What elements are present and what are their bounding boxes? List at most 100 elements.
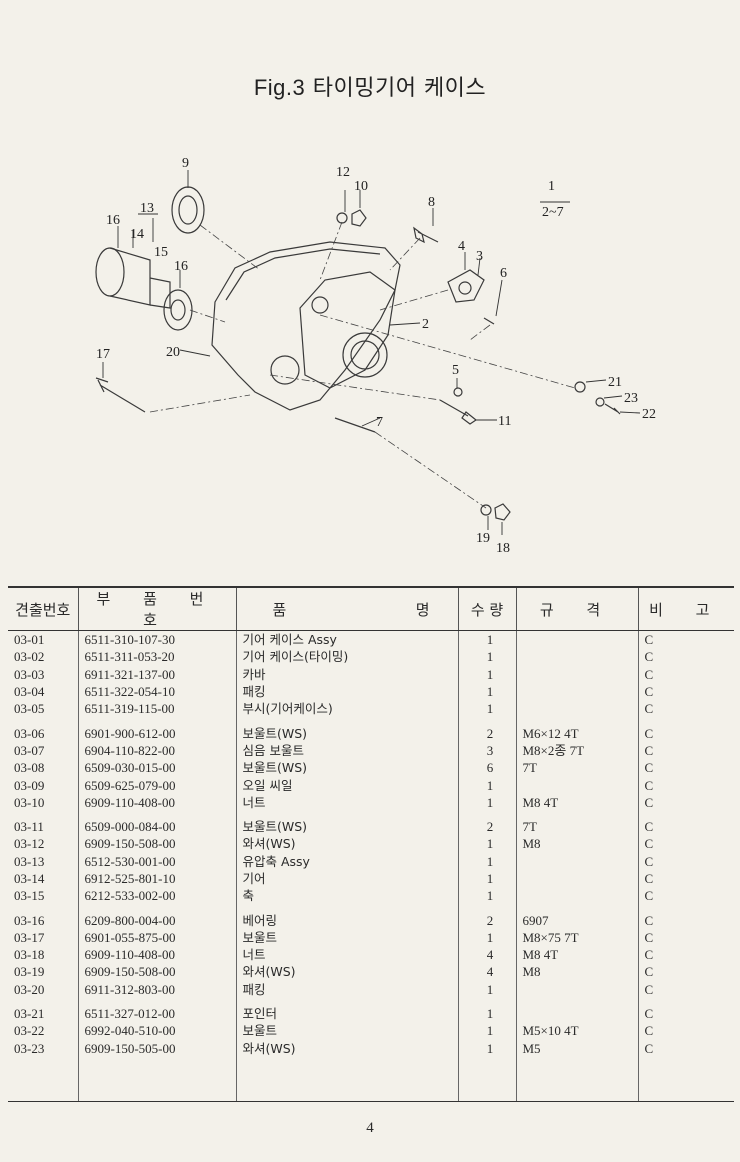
cell-ref-no: 03-21 [8, 997, 79, 1023]
cell-part-no: 6511-322-054-10 [78, 682, 237, 701]
cell-part-no: 6911-312-803-00 [78, 980, 237, 998]
header-name-a: 품 [272, 600, 287, 619]
cell-spec: M8 [516, 963, 639, 981]
pointer-21-shape [574, 381, 586, 393]
cell-part-no: 6511-327-012-00 [78, 997, 237, 1023]
nut-18-shape [494, 503, 511, 521]
cell-ref-no: 03-09 [8, 776, 79, 794]
callout-4: 4 [458, 239, 465, 254]
blank-cell [8, 1056, 79, 1102]
cell-part-no: 6511-311-053-20 [78, 648, 237, 666]
cover-shape [299, 271, 396, 389]
page-number: 4 [366, 1120, 374, 1136]
cell-spec: M8 4T [516, 793, 639, 811]
header-qty: 수 량 [458, 586, 517, 631]
nut-10-shape [351, 209, 367, 227]
cell-spec [516, 997, 639, 1023]
cell-qty: 3 [458, 741, 517, 760]
pointer-shape [447, 269, 485, 303]
cell-part-name: 보울트 [236, 1022, 459, 1040]
cell-part-no: 6909-150-508-00 [78, 963, 237, 981]
cell-ref-no: 03-06 [8, 717, 79, 742]
cell-ref-no: 03-10 [8, 793, 79, 811]
figure-number: Fig.3 [253, 75, 306, 100]
callout-9: 9 [182, 156, 189, 171]
callout-20: 20 [166, 345, 180, 360]
callout-7: 7 [376, 415, 383, 430]
cell-qty: 1 [458, 887, 517, 905]
blank-cell [516, 1056, 639, 1102]
cell-ref-no: 03-12 [8, 835, 79, 853]
blank-cell [236, 1056, 459, 1102]
cell-note: C [644, 742, 654, 758]
callout-5: 5 [452, 363, 459, 378]
cell-part-name: 보울트 [236, 928, 459, 947]
callout-22: 22 [642, 407, 656, 422]
cell-qty: 6 [458, 759, 517, 777]
cell-qty: 1 [458, 665, 517, 683]
cell-part-no: 6511-319-115-00 [78, 700, 237, 718]
cell-ref-no: 03-14 [8, 869, 79, 888]
callout-19: 19 [476, 531, 490, 546]
blank-cell [458, 1056, 517, 1102]
cell-spec [516, 869, 639, 888]
cell-qty: 1 [458, 997, 517, 1023]
cell-part-name: 와셔(WS) [236, 963, 459, 981]
case-bore-shape [342, 332, 388, 378]
cell-part-no: 6909-150-508-00 [78, 835, 237, 853]
blank-cell [78, 1056, 237, 1102]
cell-qty: 1 [458, 682, 517, 701]
bush-5-shape [453, 387, 463, 397]
callout-11: 11 [498, 414, 511, 429]
cell-ref-no: 03-16 [8, 904, 79, 929]
callout-6: 6 [500, 266, 507, 281]
cell-part-no: 6992-040-510-00 [78, 1022, 237, 1040]
cell-qty: 1 [458, 630, 517, 649]
cell-qty: 4 [458, 946, 517, 964]
bolt-17-shape [95, 377, 146, 413]
cell-qty: 1 [458, 1022, 517, 1040]
cell-part-name: 보울트(WS) [236, 759, 459, 777]
cell-qty: 1 [458, 776, 517, 794]
callout-8: 8 [428, 195, 435, 210]
callout-1-range: 2~7 [542, 205, 564, 220]
cell-spec: M8×75 7T [516, 928, 639, 947]
bolt-11-shape [439, 399, 478, 425]
cell-note: C [644, 981, 654, 997]
callout-16-right: 16 [174, 259, 188, 274]
cell-note: C [644, 777, 654, 793]
cell-note: C [644, 964, 654, 980]
oil-seal-shape [171, 186, 205, 234]
cell-part-no: 6912-525-801-10 [78, 869, 237, 888]
cell-note: C [644, 1023, 654, 1039]
header-part-no: 부 품 번 호 [78, 586, 237, 631]
figure-title: 타이밍기어 케이스 [312, 76, 487, 101]
table-header-row: 견출번호 부 품 번 호 품 명 수 량 규 격 비 고 [8, 586, 734, 631]
cell-spec: M5×10 4T [516, 1022, 639, 1040]
callout-15: 15 [154, 245, 168, 260]
cell-ref-no: 03-20 [8, 980, 79, 998]
bolt-8-shape [413, 226, 439, 244]
cell-note: C [644, 836, 654, 852]
cell-part-no: 6904-110-822-00 [78, 741, 237, 760]
cell-note: C [644, 649, 654, 665]
header-name-b: 명 [415, 600, 430, 619]
cell-part-no: 6511-310-107-30 [78, 630, 237, 649]
cell-spec [516, 700, 639, 718]
cell-part-name: 와셔(WS) [236, 1039, 459, 1057]
cell-note: C [644, 819, 654, 835]
cell-note: C [644, 888, 654, 904]
gear-shape [95, 247, 125, 297]
